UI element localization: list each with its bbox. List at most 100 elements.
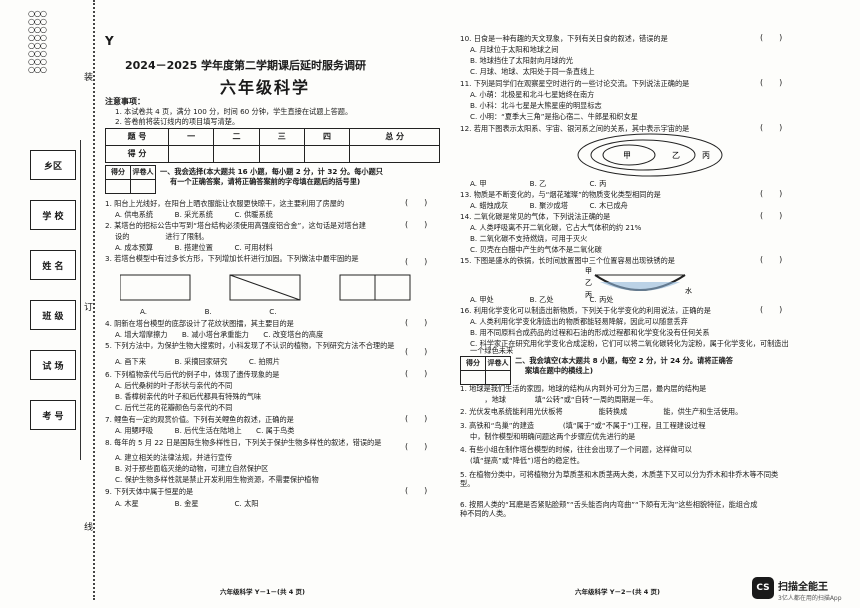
left-page-footer: 六年级科学 Y－1－(共 4 页) — [220, 587, 305, 596]
question-line: 设的 进行了限制。 — [115, 232, 209, 241]
question-line: 8. 每年的 5 月 22 日是国际生物多样性日，下列关于保护生物多样性的叙述，… — [105, 438, 382, 447]
grader-table: 得分评卷人 — [105, 165, 156, 194]
score-header: 四 — [303, 128, 351, 146]
grader-cell — [105, 179, 131, 194]
score-cell — [167, 145, 215, 163]
question-line: 9. 下列天体中属于恒星的是 — [105, 487, 194, 496]
frame-option-b — [229, 274, 301, 301]
answer-paren[interactable]: ( ) — [760, 305, 783, 314]
answer-paren[interactable]: ( ) — [405, 220, 428, 229]
grader-table: 得分评卷人 — [460, 356, 511, 385]
question-line: A. 人类利用化学变化制造出的物质都能轻易降解，因此可以随意丢弃 — [470, 317, 688, 326]
question-line: C. 保护生物多样性就是禁止开发利用生物资源，不需要保护植物 — [115, 475, 319, 484]
question-line: A. 后代桑树的叶子形状与亲代的不同 — [115, 381, 233, 390]
section2-title: 二、我会填空(本大题共 8 小题，每空 2 分，计 24 分。请将正确答 — [515, 356, 733, 365]
answer-paren[interactable]: ( ) — [760, 255, 783, 264]
question-line: A. 木星 B. 金星 C. 太阳 — [115, 499, 259, 508]
score-header: 三 — [258, 128, 305, 146]
question-line: 14. 二氧化碳是常见的气体，下列说法正确的是 — [460, 212, 611, 221]
answer-paren[interactable]: ( ) — [405, 486, 428, 495]
question-line: 10. 日食是一种有趣的天文现象，下列有关日食的叙述，错误的是 — [460, 34, 668, 43]
answer-paren[interactable]: ( ) — [405, 198, 428, 207]
ellipse-label-jia: 甲 — [623, 151, 631, 160]
answer-paren[interactable]: ( ) — [760, 211, 783, 220]
grader-cell — [485, 370, 511, 385]
binding-field-number: 考 号 — [30, 400, 76, 430]
score-header: 总 分 — [349, 128, 440, 146]
score-cell — [303, 145, 351, 163]
answer-paren[interactable]: ( ) — [760, 189, 783, 198]
pot-label-bing: 丙 — [585, 291, 592, 299]
pot-label-jia: 甲 — [585, 267, 592, 275]
question-line: C. 小明：“夏季大三角”是指心宿二、牛郎星和织女星 — [470, 112, 638, 121]
notice-head: 注意事项： — [105, 97, 145, 106]
question-line: 3. 若塔台模型中有过多长方形，下列增加长杆进行加固。下列做法中最牢固的是 — [105, 254, 359, 263]
answer-paren[interactable]: ( ) — [760, 78, 783, 87]
question-line: A. 人类呼吸离不开二氧化碳，它占大气体积的约 21% — [470, 223, 642, 232]
question-line: B. 香樟树亲代的叶子和后代都具有特殊的气味 — [115, 392, 262, 401]
app-subtitle: 3亿人都在用的扫描App — [778, 595, 842, 602]
binding-field-school: 学 校 — [30, 200, 76, 230]
fill-line: 1. 地球是我们生活的家园，地球的结构从内到外可分为三层，最内层的结构是 — [460, 384, 707, 393]
question-line: A. 甲 B. 乙 C. 丙 — [470, 179, 607, 188]
question-line: B. 二氧化碳不支持燃烧，可用于灭火 — [470, 234, 588, 243]
header-title: 2024－2025 学年度第二学期课后延时服务调研 — [125, 59, 367, 72]
nested-ellipse-diagram: 甲 乙 丙 — [577, 133, 723, 177]
answer-paren[interactable]: ( ) — [405, 347, 428, 356]
punch-holes: ○○○○○○○○○○○○○○○○○○○○○○○○ — [28, 9, 47, 74]
score-header: 题 号 — [105, 128, 169, 146]
answer-paren[interactable]: ( ) — [405, 318, 428, 327]
question-line: B. 对于那些面临灭绝的动物，可建立自然保护区 — [115, 464, 269, 473]
notice-line-1: 1. 本试卷共 4 页，满分 100 分，时间 60 分钟，学生直接在试题上答题… — [115, 107, 353, 116]
section1-title2: 有一个正确答案，请将正确答案前的字母填在题后的括号里) — [170, 177, 361, 186]
question-line: A. 蜡烛成灰 B. 聚沙成塔 C. 木已成舟 — [470, 201, 628, 210]
score-table: 题 号 一 二 三 四 总 分 得 分 — [105, 128, 440, 163]
question-line: 15. 下图是盛水的铁锅，长时间放置图中三个位置容易出现铁锈的是 — [460, 256, 675, 265]
fill-line: 2. 光伏发电系统能利用光伏板将 能转换成 能，供生产和生活使用。 — [460, 407, 743, 416]
subject-title: 六年级科学 — [220, 78, 311, 97]
answer-paren[interactable]: ( ) — [405, 442, 428, 451]
answer-paren[interactable]: ( ) — [405, 414, 428, 423]
binding-field-name: 姓 名 — [30, 250, 76, 280]
fill-line: ，地球 填“公转”或“自转”一周的周期是一年。 — [470, 395, 658, 404]
question-line: 2. 某塔台的招标公告中写到“塔台结构必须使用高强度铝合金”，这句话是对塔台建 — [105, 221, 366, 230]
ellipse-outer — [577, 133, 723, 177]
binding-dash-line — [93, 0, 95, 600]
question-line: A. 甲处 B. 乙处 C. 丙处 — [470, 295, 614, 304]
iron-pot-diagram: 甲 乙 丙 水 — [585, 267, 692, 299]
question-line: 11. 下列是同学们在观察星空时进行的一些讨论交流。下列说法正确的是 — [460, 79, 690, 88]
fill-line: 4. 有些小组在制作塔台模型的时候，往往会出现了一个问题，这样做可以 — [460, 445, 692, 454]
question-line: 12. 若用下图表示太阳系、宇宙、银河系之间的关系，其中表示宇宙的是 — [460, 124, 690, 133]
notice-line-2: 2. 答卷前将装订线内的项目填写清楚。 — [115, 117, 240, 126]
ellipse-label-bing: 丙 — [702, 151, 710, 160]
question-line: C. 后代兰花的花瓣颜色与亲代的不同 — [115, 403, 233, 412]
binding-strip: ○○○○○○○○○○○○○○○○○○○○○○○○ 乡区 学 校 姓 名 班 级 … — [0, 0, 100, 608]
question-line: C. 月球、地球、太阳处于同一条直线上 — [470, 67, 595, 76]
frame-option-labels: A. B. C. — [140, 307, 277, 316]
question-line: A. 画下来 B. 采摘回家研究 C. 拍照片 — [115, 357, 281, 366]
question-line: 16. 利用化学变化可以制造出新物质，下列关于化学变化的利用说法，正确的是 — [460, 306, 711, 315]
grader-score-label: 得分 — [105, 165, 131, 180]
answer-paren[interactable]: ( ) — [405, 369, 428, 378]
fill-line: 3. 高铁和“鸟巢”的建造 (填“属于”或“不属于”)工程，且工程建设过程 — [460, 421, 706, 430]
binding-field-room: 试 场 — [30, 350, 76, 380]
grader-cell — [130, 179, 156, 194]
answer-paren[interactable]: ( ) — [760, 33, 783, 42]
binding-mark-ding: 订 — [84, 303, 94, 313]
answer-paren[interactable]: ( ) — [405, 257, 428, 266]
scanner-app-logo: CS 扫描全能王 3亿人都在用的扫描App — [752, 575, 856, 603]
pot-label-yi: 乙 — [585, 279, 592, 287]
question-line: A. 增大增摩擦力 B. 减小塔台承重能力 C. 改变塔台的高度 — [115, 330, 324, 339]
answer-paren[interactable]: ( ) — [760, 123, 783, 132]
score-cell — [349, 145, 440, 163]
question-line: C. 贝壳在白醋中产生的气体不是二氧化碳 — [470, 245, 602, 254]
frame-option-a — [120, 274, 191, 301]
question-line: 5. 下列方法中，为保护生物大搜索时，小科发现了不认识的植物，下列研究方法不合理… — [105, 341, 395, 350]
question-line: 1. 阳台上光线好，在阳台上晒衣服能让衣服更快晾干，这主要利用了房屋的 — [105, 199, 345, 208]
question-line: A. 供电系统 B. 采光系统 C. 供暖系统 — [115, 210, 273, 219]
question-line: A. 成本预算 B. 搭建位置 C. 可用材料 — [115, 243, 273, 252]
fill-line: 5. 在植物分类中，可将植物分为草质茎和木质茎两大类，木质茎下又可以分为乔木和非… — [460, 470, 779, 489]
question-line: A. 小萌：北极星和北斗七星始终在南方 — [470, 90, 595, 99]
question-line: 4. 阴新在塔台模型的底部设计了花纹状图擂，其主要目的是 — [105, 319, 294, 328]
section1-title: 一、我会选择(本大题共 16 小题，每小题 2 分，计 32 分。每小题只 — [160, 167, 383, 176]
